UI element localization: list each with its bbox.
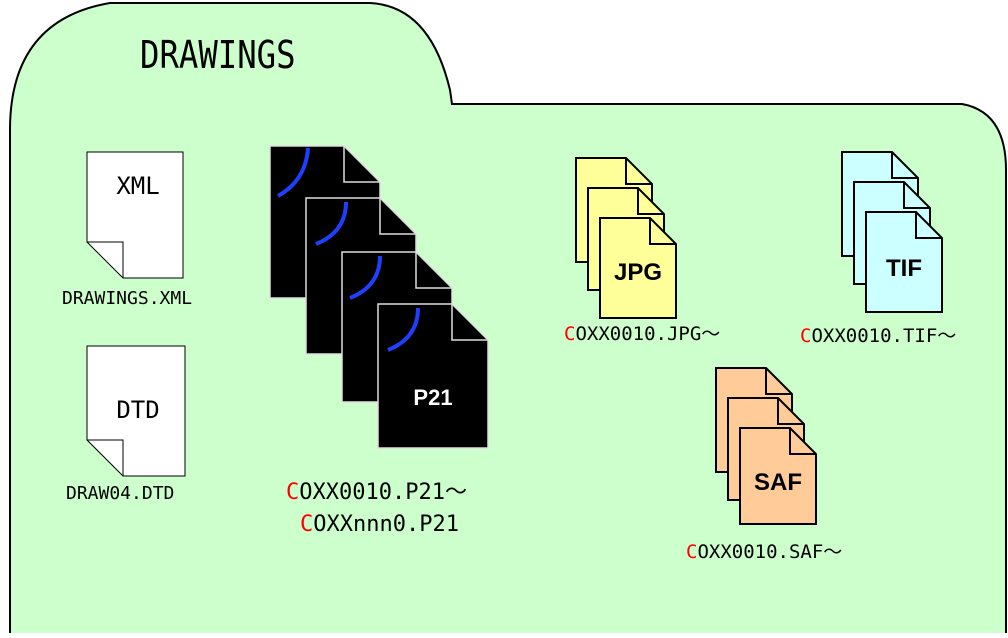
jpg-file-stack[interactable] bbox=[575, 157, 677, 319]
xml-filename: DRAWINGS.XML bbox=[62, 288, 193, 309]
p21-icon-text: P21 bbox=[413, 385, 452, 410]
jpg-icon-text: JPG bbox=[614, 259, 662, 286]
tif-filename-prefix: C bbox=[800, 325, 812, 347]
tif-file-stack[interactable] bbox=[841, 151, 943, 313]
p21-file-stack[interactable] bbox=[269, 145, 489, 449]
jpg-filename-rest: OXX0010.JPG～ bbox=[575, 323, 721, 345]
p21-filename-first-prefix: C bbox=[286, 480, 300, 505]
p21-filename-last: COXXnnn0.P21 bbox=[300, 514, 459, 536]
xml-icon-text: XML bbox=[116, 172, 159, 200]
p21-filename-first: COXX0010.P21～ bbox=[286, 482, 467, 504]
saf-filename-rest: OXX0010.SAF～ bbox=[697, 541, 843, 563]
tif-icon-text: TIF bbox=[886, 255, 922, 282]
dtd-filename: DRAW04.DTD bbox=[66, 483, 175, 504]
jpg-filename: COXX0010.JPG～ bbox=[564, 325, 720, 344]
folder-title: DRAWINGS bbox=[140, 33, 296, 77]
saf-filename: COXX0010.SAF～ bbox=[686, 543, 842, 562]
p21-filename-last-rest: OXXnnn0.P21 bbox=[313, 512, 459, 537]
saf-icon-text: SAF bbox=[754, 469, 802, 496]
jpg-filename-prefix: C bbox=[564, 323, 576, 345]
tif-filename: COXX0010.TIF～ bbox=[800, 327, 956, 346]
dtd-file-icon[interactable] bbox=[86, 345, 186, 477]
p21-filename-last-prefix: C bbox=[300, 512, 314, 537]
p21-page-4 bbox=[377, 303, 489, 449]
saf-filename-prefix: C bbox=[686, 541, 698, 563]
xml-file-icon[interactable] bbox=[86, 151, 184, 279]
saf-file-stack[interactable] bbox=[715, 367, 817, 525]
folder-shape bbox=[9, 2, 1007, 633]
tif-filename-rest: OXX0010.TIF～ bbox=[811, 325, 957, 347]
p21-filename-first-rest: OXX0010.P21～ bbox=[299, 480, 467, 505]
dtd-icon-text: DTD bbox=[116, 396, 159, 424]
